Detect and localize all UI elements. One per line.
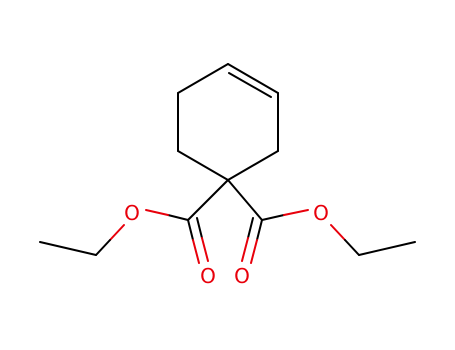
bond-ch2-ch3-right — [358, 241, 416, 256]
bond-carbonyl-ester-oxygen-right-o — [283, 209, 309, 216]
bond-ester-oxygen-ch2-right-o — [330, 224, 346, 241]
bond-ester-oxygen-ch2-left-o — [109, 224, 125, 241]
oxygen-atom-ester-right: O — [313, 201, 329, 225]
bond-carbonyl-double-left-a-o — [192, 239, 200, 264]
oxygen-atom-carbonyl-right: O — [234, 264, 250, 288]
cyclohexene-ring — [177, 63, 279, 181]
bond-c1-carbonyl-right — [227, 179, 263, 221]
oxygen-atom-ester-left: O — [124, 201, 140, 225]
bond-carbonyl-ester-oxygen-left-c — [167, 214, 189, 221]
bond-carbonyl-double-left-b-o — [201, 237, 209, 262]
bond-carbonyl-ester-oxygen-left-o — [145, 209, 169, 216]
bond-ester-oxygen-ch2-right-c — [344, 239, 360, 256]
bond-carbonyl-double-right-a-c — [256, 219, 263, 241]
bond-c4-c5-double-inner — [228, 72, 272, 98]
bond-carbonyl-double-left-a-c — [187, 219, 194, 241]
bond-c4-c5-double-outer — [227, 63, 279, 94]
bond-c6-c1 — [227, 150, 279, 181]
bond-c3-c4 — [177, 63, 229, 94]
left-ester-group — [39, 179, 229, 264]
bond-c1-c2 — [177, 150, 229, 181]
bond-carbonyl-double-left-b-c — [196, 217, 203, 239]
bond-carbonyl-double-right-a-o — [250, 239, 258, 264]
bond-ch2-ch3-left — [39, 241, 97, 256]
right-ester-group — [227, 179, 416, 264]
bond-ester-oxygen-ch2-left-c — [95, 239, 111, 256]
bond-carbonyl-double-right-b-c — [247, 217, 254, 239]
oxygen-atom-carbonyl-left: O — [200, 264, 216, 288]
bond-carbonyl-ester-oxygen-right-c — [261, 214, 285, 221]
bond-carbonyl-double-right-b-o — [241, 237, 249, 262]
bond-c1-carbonyl-left — [187, 179, 229, 221]
